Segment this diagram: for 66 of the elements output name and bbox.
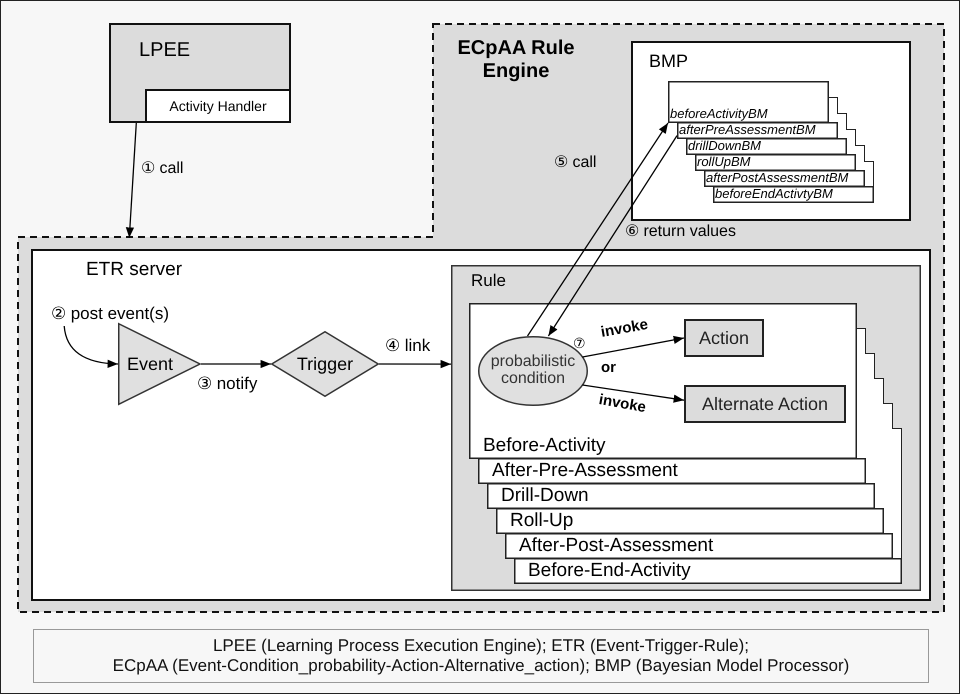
card-label: beforeActivityBM	[670, 107, 768, 122]
rule-card	[469, 303, 857, 459]
card-label: Before-Activity	[483, 435, 606, 457]
action-box	[684, 385, 846, 423]
arrow	[379, 360, 451, 368]
arrow	[582, 384, 684, 403]
condition-ellipse	[478, 336, 588, 406]
model-card	[686, 138, 847, 155]
step-text: ② post event(s)	[51, 304, 216, 326]
rule-card	[487, 483, 875, 509]
arrow	[526, 122, 669, 336]
card-label: rollUpBM	[697, 155, 750, 170]
card-label: Before-End-Activity	[528, 560, 691, 582]
edge-label: ① call	[141, 159, 184, 178]
card-label: Drill-Down	[501, 485, 589, 507]
abbreviation-note	[33, 629, 929, 683]
trigger-diamond	[271, 331, 379, 397]
box-title: ETR server	[86, 259, 182, 281]
card-label: afterPostAssessmentBM	[706, 171, 848, 186]
note-line: ECpAA (Event-Condition_probability-Action-Alternative_action); BMP (Bayesian Model Processor)	[112, 656, 850, 676]
edge-label: invoke	[600, 316, 650, 341]
card-label: After-Post-Assessment	[519, 535, 714, 557]
rule-card	[514, 558, 902, 584]
model-card	[713, 186, 874, 203]
region-title: ECpAA Rule Engine	[457, 37, 575, 83]
action-box	[684, 319, 764, 357]
arrow	[126, 122, 137, 238]
card-label: Roll-Up	[510, 510, 574, 532]
rule-card	[505, 533, 893, 559]
shape-label: Event	[127, 354, 174, 374]
component-box	[145, 89, 291, 123]
model-card	[704, 170, 865, 187]
dashed-region	[17, 23, 945, 613]
edge-label: ④ link	[385, 335, 430, 356]
shape-label: probabilistic condition	[490, 354, 576, 388]
card-label: beforeEndActivtyBM	[715, 187, 833, 202]
box-label: Alternate Action	[702, 394, 828, 414]
server-box	[31, 249, 931, 601]
edge-label: ⑥ return values	[625, 222, 736, 241]
box-title: BMP	[649, 51, 688, 72]
card-label: drillDownBM	[688, 139, 761, 154]
card-label: After-Pre-Assessment	[492, 460, 678, 482]
system-box	[109, 23, 291, 123]
model-card	[695, 154, 856, 171]
edge-label: invoke	[598, 391, 648, 416]
shape-label: Trigger	[296, 354, 354, 374]
arrow	[64, 326, 118, 368]
note-line: LPEE (Learning Process Execution Engine); ETR (Event-Trigger-Rule);	[212, 636, 750, 656]
edge-label: ⑤ call	[554, 153, 596, 172]
box-label: Activity Handler	[169, 98, 267, 114]
box-label: Action	[698, 328, 750, 348]
rule-card	[478, 458, 866, 484]
rule-panel	[451, 265, 921, 591]
arrow	[582, 336, 684, 358]
processor-box	[631, 41, 911, 221]
rule-card	[496, 508, 884, 534]
edge-label: ③ notify	[197, 373, 258, 394]
box-title: LPEE	[139, 39, 190, 62]
annotation-text: or	[601, 359, 616, 376]
card-label: afterPreAssessmentBM	[679, 123, 816, 138]
arrow	[201, 360, 271, 368]
annotation-text: ⑦	[573, 335, 586, 351]
panel-title: Rule	[471, 271, 506, 291]
model-card	[677, 122, 838, 139]
arrow	[548, 135, 678, 336]
model-card	[668, 81, 829, 123]
